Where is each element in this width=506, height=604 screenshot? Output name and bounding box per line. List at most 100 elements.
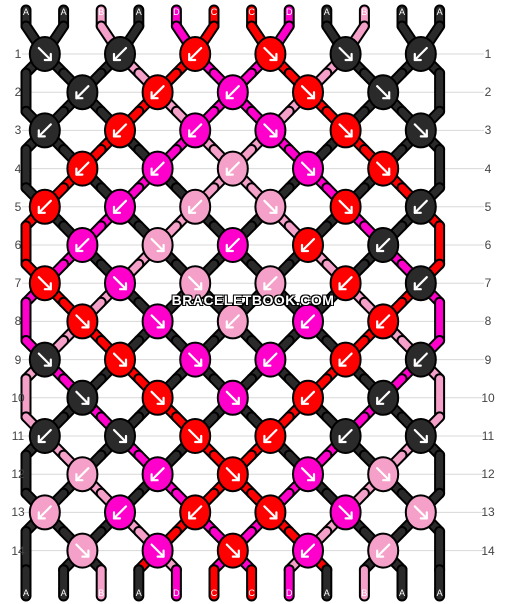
knot (367, 150, 400, 187)
knot-arrow-icon (376, 161, 391, 176)
knot-arrow-icon (300, 85, 316, 100)
knot (404, 341, 437, 378)
knot-arrow-icon (413, 505, 428, 520)
knot (179, 36, 212, 72)
knot-arrowhead-icon (269, 205, 278, 214)
knot-arrowhead-icon (188, 205, 197, 214)
knot (104, 494, 136, 531)
knot-arrow-icon (188, 428, 203, 444)
row-label-right: 7 (484, 276, 492, 291)
knot (404, 418, 437, 454)
knot-arrow-icon (150, 543, 165, 558)
knot (66, 456, 99, 493)
knot-arrow-icon (225, 543, 240, 558)
knot-arrowhead-icon (75, 243, 84, 253)
string-letter-top: A (324, 7, 330, 17)
knot (329, 341, 362, 378)
knot-arrowhead-icon (118, 282, 128, 291)
knot-arrowhead-icon (150, 167, 159, 176)
knot (104, 188, 136, 225)
knot-arrowhead-icon (382, 473, 391, 482)
knot-arrowhead-icon (188, 52, 197, 62)
row-label-right: 11 (481, 429, 495, 443)
knot (28, 36, 61, 72)
knot (141, 227, 174, 263)
knot-arrow-icon (225, 390, 240, 405)
row-label-right: 14 (481, 543, 495, 558)
knot (66, 150, 99, 187)
knot-arrowhead-icon (382, 167, 391, 176)
knot (66, 303, 99, 340)
knot-arrowhead-icon (112, 129, 122, 138)
knot-arrowhead-icon (413, 358, 422, 367)
knot (404, 188, 437, 225)
knot-arrow-icon (338, 123, 353, 138)
knot-arrow-icon (112, 123, 128, 138)
row-label-left: 10 (11, 390, 25, 405)
knot-arrow-icon (263, 505, 278, 520)
knot-arrow-icon (300, 390, 316, 405)
string-letter-bottom: A (23, 588, 29, 598)
string-letter-bottom: A (324, 588, 330, 598)
knot-arrow-icon (150, 467, 165, 482)
knot (292, 303, 324, 340)
knot-layer (28, 36, 437, 569)
knot-arrowhead-icon (231, 549, 240, 558)
string-letter-top: C (211, 7, 218, 17)
knot (404, 36, 437, 72)
knot-arrow-icon (225, 314, 240, 329)
knot (179, 265, 212, 302)
knot (28, 265, 61, 302)
knot-arrow-icon (338, 505, 353, 520)
string-letter-bottom: A (61, 588, 67, 598)
knot (216, 303, 249, 340)
knot-arrowhead-icon (300, 396, 310, 405)
knot-arrowhead-icon (118, 434, 128, 444)
knot-arrow-icon (338, 428, 353, 444)
row-label-left: 4 (14, 161, 22, 176)
knot (254, 265, 287, 302)
knot-arrow-icon (413, 46, 428, 62)
knot-arrowhead-icon (75, 91, 84, 100)
knot (216, 456, 249, 493)
knot-arrow-icon (112, 276, 128, 291)
string-letter-top: A (23, 7, 29, 17)
knot-arrowhead-icon (231, 473, 240, 482)
knot-arrow-icon (225, 161, 240, 176)
knot-arrowhead-icon (37, 434, 46, 444)
knot-arrowhead-icon (188, 511, 197, 520)
knot (28, 188, 61, 225)
knot-arrow-icon (376, 314, 391, 329)
knot (179, 418, 212, 454)
row-label-left: 9 (14, 352, 22, 367)
row-label-right: 8 (484, 314, 492, 329)
knot-arrowhead-icon (194, 358, 203, 367)
knot-arrowhead-icon (413, 205, 422, 214)
knot (254, 36, 287, 72)
string-letter-bottom: D (286, 588, 293, 598)
knot (254, 112, 287, 149)
knot-arrowhead-icon (188, 129, 197, 138)
string-letter-bottom: C (211, 588, 218, 598)
knot-arrow-icon (75, 314, 90, 329)
knot-arrowhead-icon (231, 396, 240, 405)
knot (141, 74, 174, 111)
row-label-right: 12 (481, 467, 495, 482)
knot (141, 379, 174, 416)
knot-arrow-icon (263, 123, 278, 138)
knot-arrowhead-icon (269, 511, 278, 520)
knot-arrowhead-icon (376, 243, 385, 253)
knot-arrow-icon (338, 46, 353, 62)
knot-arrow-icon (338, 276, 353, 291)
knot-arrow-icon (75, 390, 90, 405)
knot-arrowhead-icon (225, 243, 234, 253)
knot-arrowhead-icon (156, 243, 165, 253)
row-label-left: 3 (14, 123, 22, 138)
knot-arrow-icon (188, 46, 203, 62)
knot-arrowhead-icon (150, 91, 159, 100)
row-label-left: 2 (14, 85, 22, 100)
knot-arrow-icon (75, 237, 90, 253)
knot-arrow-icon (300, 161, 316, 176)
string-letter-top: A (136, 7, 142, 17)
string-letter-top: B (98, 7, 104, 17)
